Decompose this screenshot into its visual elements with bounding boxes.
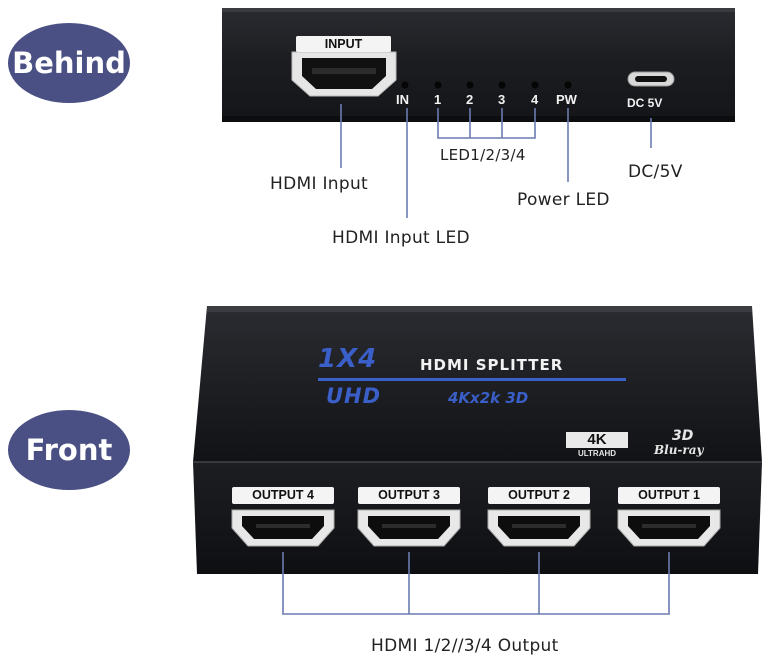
led-label-4: 4	[531, 92, 539, 107]
led-label-2: 2	[466, 92, 474, 107]
front-title-product: HDMI SPLITTER	[420, 356, 564, 374]
output-4-label: OUTPUT 4	[232, 487, 334, 504]
hdmi-input-led-annotation: HDMI Input LED	[332, 228, 470, 248]
output-2-label: OUTPUT 2	[488, 487, 590, 504]
outputs-annotation: HDMI 1/2//3/4 Output	[371, 636, 559, 656]
front-subtitle-uhd: UHD	[326, 384, 382, 408]
behind-badge: Behind	[8, 23, 130, 103]
led-label-3: 3	[498, 92, 506, 107]
hdmi-input-port	[291, 51, 397, 97]
led-indicators	[401, 81, 572, 89]
dc-5v-label: DC 5V	[627, 96, 663, 110]
front-subtitle-res: 4Kx2k 3D	[448, 389, 529, 407]
output-port-4	[231, 509, 335, 547]
back-input-label: INPUT	[296, 36, 391, 52]
output-3-label: OUTPUT 3	[358, 487, 460, 504]
led-label-1: 1	[434, 92, 442, 107]
logo-bluray: Blu-ray	[654, 443, 704, 457]
front-badge: Front	[8, 410, 130, 490]
front-leader-lines	[282, 552, 670, 615]
output-ports	[231, 509, 721, 547]
output-port-1	[617, 509, 721, 547]
output-port-2	[487, 509, 591, 547]
led-group-annotation: LED1/2/3/4	[440, 146, 526, 164]
output-port-3	[357, 509, 461, 547]
logo-4k: 4K	[587, 431, 607, 448]
logo-4k-box	[566, 432, 628, 448]
led-label-in: IN	[396, 92, 409, 107]
power-led-annotation: Power LED	[517, 190, 610, 210]
dc-annotation: DC/5V	[628, 162, 683, 182]
logo-3d: 3D	[672, 428, 694, 444]
front-title-model: 1X4	[318, 344, 378, 374]
hdmi-input-annotation: HDMI Input	[270, 174, 368, 194]
led-label-pw: PW	[556, 92, 577, 107]
output-1-label: OUTPUT 1	[618, 487, 720, 504]
logo-ultrahd: ULTRAHD	[577, 449, 617, 458]
front-device-top	[193, 306, 762, 462]
back-leader-lines	[340, 104, 652, 218]
